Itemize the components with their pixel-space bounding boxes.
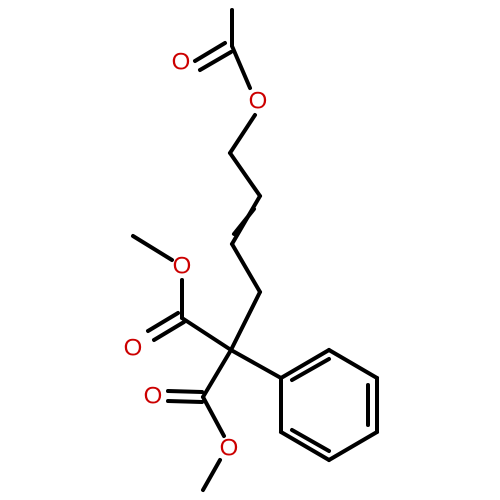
bond-phenyl-2-3 bbox=[327, 348, 379, 380]
atom-o-acetyl-carbonyl: O bbox=[172, 49, 191, 76]
bond-trans-alkene-inner bbox=[232, 207, 256, 236]
atom-o-acetyl-ester: O bbox=[249, 88, 268, 115]
bond-ch2-to-quaternary-c bbox=[229, 290, 262, 352]
atom-o-lower-methoxy: O bbox=[220, 435, 239, 462]
bond-lower-carbonyl-double-b bbox=[166, 399, 204, 404]
bond-upper-methoxy-o-to-methyl bbox=[131, 234, 174, 262]
bond-quaternary-to-upper-ester-c bbox=[180, 316, 233, 352]
atom-labels: O O O O O O bbox=[124, 49, 268, 462]
bond-upper-carbonyl-double-a bbox=[146, 311, 180, 333]
bond-phenyl-1-2 bbox=[279, 348, 331, 380]
atom-o-lower-carbonyl: O bbox=[144, 383, 163, 410]
bond-phenyl-5-6 bbox=[279, 430, 331, 462]
bond-ester-o-to-ch2 bbox=[228, 113, 257, 155]
bond-phenyl-inner-bottom bbox=[290, 428, 331, 453]
bond-acetyl-c-to-ester-o bbox=[230, 44, 252, 90]
bond-phenyl-4-5 bbox=[327, 430, 379, 462]
bond-acetyl-carbonyl-double-b bbox=[198, 50, 233, 72]
bond-acetyl-carbonyl-double-a bbox=[193, 41, 227, 63]
bond-ch2-to-vinyl bbox=[228, 151, 262, 198]
atom-o-upper-methoxy: O bbox=[173, 253, 192, 280]
bonds bbox=[131, 8, 379, 492]
bond-phenyl-inner-top bbox=[290, 357, 331, 382]
bond-upper-carbonyl-double-b bbox=[152, 320, 186, 342]
bond-quaternary-to-phenyl bbox=[229, 348, 283, 380]
bond-vinyl-to-ch2 bbox=[230, 242, 262, 294]
bond-quaternary-to-lower-ester-c bbox=[201, 348, 233, 399]
bond-lower-carbonyl-double-a bbox=[166, 389, 204, 394]
bond-lower-ester-c-to-methoxy-o bbox=[201, 395, 226, 438]
atom-o-upper-carbonyl: O bbox=[124, 335, 143, 362]
bond-lower-methoxy-o-to-methyl bbox=[201, 458, 222, 492]
